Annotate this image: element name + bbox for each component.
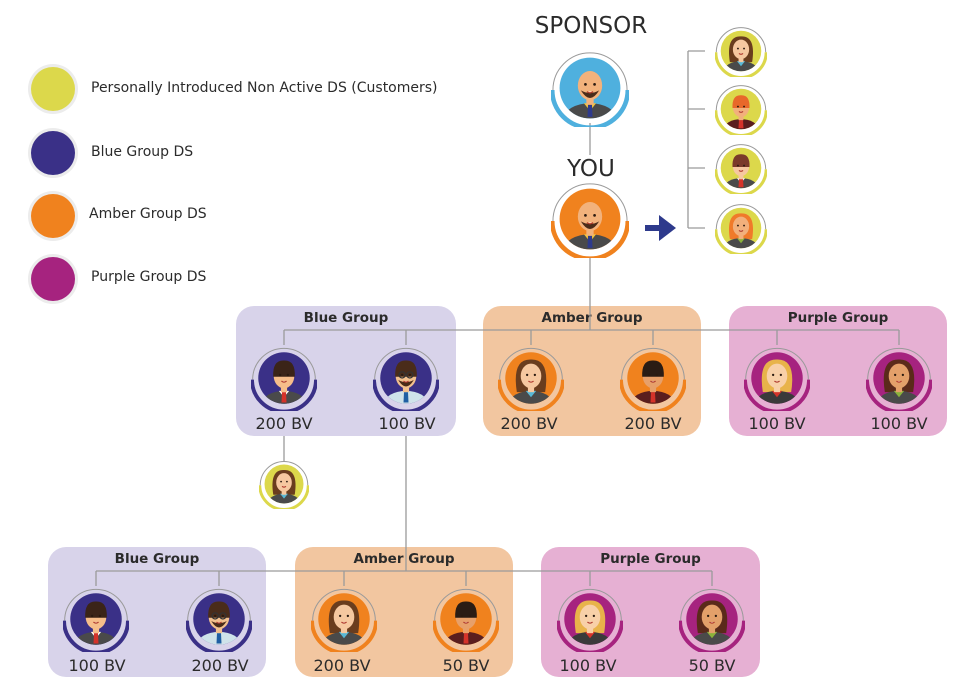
member-avatar — [497, 345, 565, 414]
customer-avatar — [714, 25, 768, 79]
you-avatar — [549, 180, 631, 262]
bv-label: 200 BV — [624, 414, 682, 433]
member-avatar — [619, 345, 687, 414]
legend-label-blue: Blue Group DS — [91, 144, 194, 160]
customer-avatar — [714, 142, 768, 196]
legend-swatch-blue — [31, 131, 75, 175]
member-avatar — [372, 345, 440, 414]
member-avatar — [743, 345, 811, 414]
legend-swatch-purple — [31, 257, 75, 301]
arrow-right-icon — [645, 215, 676, 241]
member-avatar — [310, 586, 378, 655]
customer-avatar — [714, 202, 768, 256]
bv-label: 100 BV — [559, 656, 617, 675]
bv-label: 100 BV — [748, 414, 806, 433]
group-title: Amber Group — [353, 551, 455, 567]
member-avatar — [62, 586, 130, 655]
bv-label: 100 BV — [870, 414, 928, 433]
member-avatar — [865, 345, 933, 414]
group-title: Purple Group — [787, 310, 889, 326]
member-avatar — [556, 586, 624, 655]
customer-avatar — [258, 459, 310, 511]
legend-swatch-customers — [31, 67, 75, 111]
customer-avatar — [714, 83, 768, 137]
group-title: Amber Group — [541, 310, 643, 326]
bv-label: 50 BV — [442, 656, 490, 675]
bv-label: 200 BV — [191, 656, 249, 675]
sponsor-label: SPONSOR — [534, 13, 648, 39]
member-avatar — [432, 586, 500, 655]
legend-label-amber: Amber Group DS — [89, 206, 207, 222]
bv-label: 200 BV — [255, 414, 313, 433]
bv-label: 100 BV — [378, 414, 436, 433]
legend-label-purple: Purple Group DS — [91, 269, 207, 285]
sponsor-avatar — [549, 49, 631, 131]
bv-label: 100 BV — [68, 656, 126, 675]
bv-label: 200 BV — [500, 414, 558, 433]
you-label: YOU — [567, 156, 615, 182]
legend-label-customers: Personally Introduced Non Active DS (Cus… — [91, 80, 438, 96]
member-avatar — [250, 345, 318, 414]
member-avatar — [678, 586, 746, 655]
group-title: Blue Group — [114, 551, 200, 567]
bv-label: 200 BV — [313, 656, 371, 675]
group-title: Purple Group — [600, 551, 701, 567]
group-title: Blue Group — [303, 310, 389, 326]
legend-swatch-amber — [31, 194, 75, 238]
bv-label: 50 BV — [688, 656, 736, 675]
member-avatar — [185, 586, 253, 655]
